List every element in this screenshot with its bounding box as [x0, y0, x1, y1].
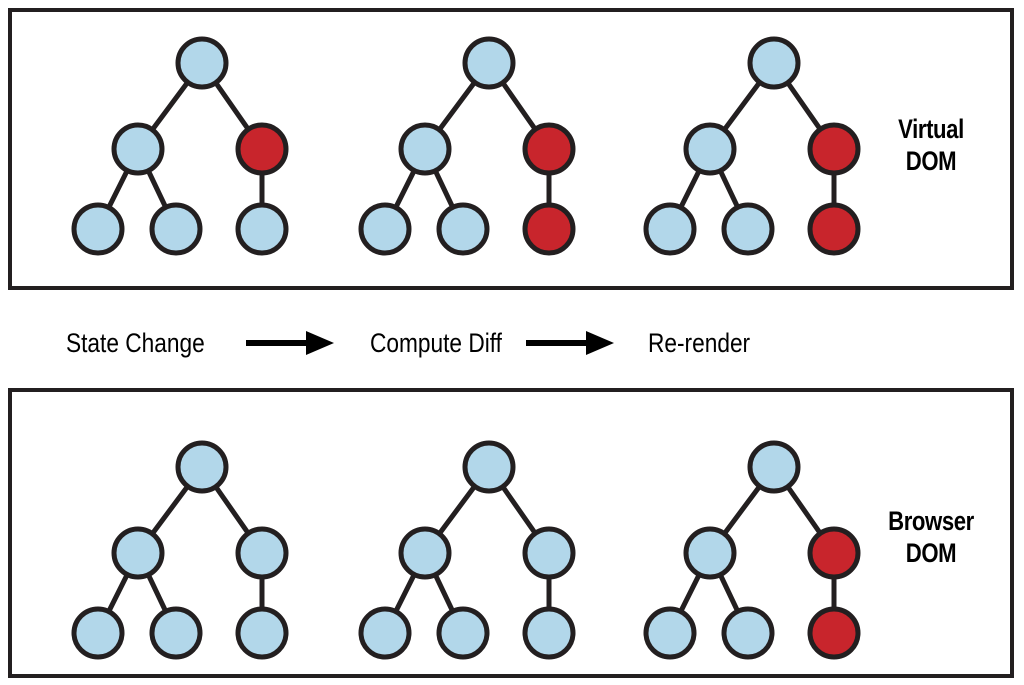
virtual-dom-tree-3 — [606, 12, 906, 286]
tree-node-l2b-red — [235, 122, 289, 176]
virtual-dom-tree-2 — [321, 12, 621, 286]
virtual-dom-panel — [8, 8, 1014, 290]
tree-node-l2a-blue — [398, 122, 452, 176]
browser-dom-label: Browser DOM — [888, 506, 974, 568]
tree-node-l3a-blue — [358, 202, 412, 256]
tree-node-l3c-blue — [235, 202, 289, 256]
browser-dom-tree-2-graph — [358, 440, 576, 660]
tree-node-root-blue — [747, 440, 801, 494]
browser-dom-panel — [8, 388, 1014, 678]
tree-node-l3c-blue — [235, 606, 289, 660]
tree-node-root-blue — [175, 440, 229, 494]
tree-node-l3a-blue — [643, 202, 697, 256]
tree-node-l2a-blue — [111, 526, 165, 580]
flow-step-state-change: State Change — [66, 328, 205, 358]
tree-node-l3a-blue — [643, 606, 697, 660]
flow-step-compute-diff: Compute Diff — [370, 328, 502, 358]
tree-node-l2a-blue — [111, 122, 165, 176]
tree-node-root-blue — [462, 36, 516, 90]
tree-node-l2b-red — [807, 526, 861, 580]
virtual-dom-label: Virtual DOM — [898, 114, 964, 176]
tree-node-l2b-red — [807, 122, 861, 176]
tree-node-l2a-blue — [683, 122, 737, 176]
tree-node-l3b-blue — [721, 606, 775, 660]
browser-dom-tree-3 — [606, 392, 906, 674]
tree-node-l3b-blue — [436, 202, 490, 256]
virtual-dom-tree-2-graph — [358, 36, 576, 256]
tree-node-root-blue — [175, 36, 229, 90]
tree-node-l2b-blue — [522, 526, 576, 580]
tree-node-l3a-blue — [358, 606, 412, 660]
flow-step-re-render: Re-render — [648, 328, 751, 358]
virtual-dom-tree-1 — [34, 12, 334, 286]
tree-node-l3c-blue — [522, 606, 576, 660]
tree-node-l3a-blue — [71, 202, 125, 256]
tree-node-root-blue — [462, 440, 516, 494]
tree-node-l2a-blue — [683, 526, 737, 580]
browser-dom-tree-1 — [34, 392, 334, 674]
tree-node-l2b-blue — [235, 526, 289, 580]
tree-node-l3b-blue — [721, 202, 775, 256]
tree-node-root-blue — [747, 36, 801, 90]
tree-node-l3c-red — [522, 202, 576, 256]
tree-node-l3c-red — [807, 202, 861, 256]
tree-node-l3c-red — [807, 606, 861, 660]
tree-node-l3a-blue — [71, 606, 125, 660]
tree-node-l3b-blue — [149, 202, 203, 256]
browser-dom-tree-1-graph — [71, 440, 289, 660]
tree-node-l2b-red — [522, 122, 576, 176]
browser-dom-tree-2 — [321, 392, 621, 674]
tree-node-l3b-blue — [436, 606, 490, 660]
tree-node-l2a-blue — [398, 526, 452, 580]
tree-node-l3b-blue — [149, 606, 203, 660]
virtual-dom-tree-1-graph — [71, 36, 289, 256]
virtual-dom-tree-3-graph — [643, 36, 861, 256]
arrow-right-icon — [526, 330, 616, 356]
browser-dom-tree-3-graph — [643, 440, 861, 660]
arrow-right-icon — [246, 330, 336, 356]
